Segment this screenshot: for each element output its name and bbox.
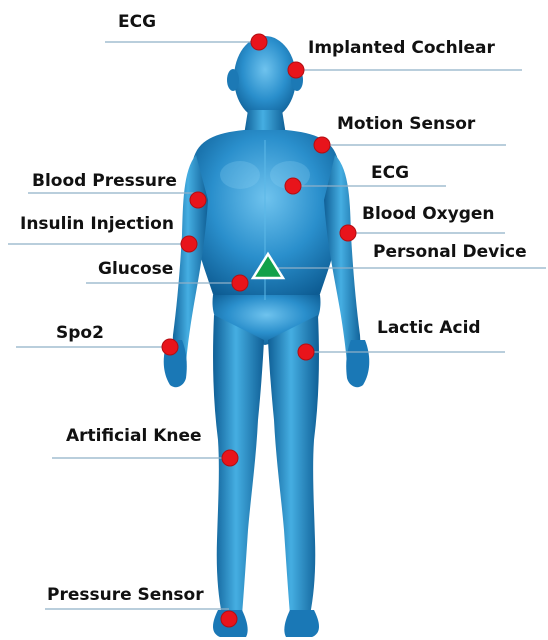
sensor-dot-pressure-sensor [221, 611, 237, 627]
sensor-dot-lactic-acid [298, 344, 314, 360]
label-insulin-injection: Insulin Injection [20, 214, 174, 234]
sensor-dot-motion-sensor [314, 137, 330, 153]
label-motion-sensor: Motion Sensor [337, 114, 475, 134]
label-implanted-cochlear: Implanted Cochlear [308, 38, 495, 58]
label-blood-oxygen: Blood Oxygen [362, 204, 495, 224]
sensor-dot-spo2 [162, 339, 178, 355]
label-ecg-chest: ECG [371, 163, 409, 183]
label-glucose: Glucose [98, 259, 173, 279]
sensor-dot-ecg-chest [285, 178, 301, 194]
label-artificial-knee: Artificial Knee [66, 426, 202, 446]
label-lactic-acid: Lactic Acid [377, 318, 481, 338]
label-personal-device: Personal Device [373, 242, 527, 262]
sensor-dot-artificial-knee [222, 450, 238, 466]
label-blood-pressure: Blood Pressure [32, 171, 177, 191]
sensor-dot-blood-oxygen [340, 225, 356, 241]
sensor-dot-implanted-cochlear [288, 62, 304, 78]
label-spo2: Spo2 [56, 323, 104, 343]
label-pressure-sensor: Pressure Sensor [47, 585, 204, 605]
sensor-dot-ecg-head [251, 34, 267, 50]
sensor-dot-insulin-injection [181, 236, 197, 252]
sensor-dot-blood-pressure [190, 192, 206, 208]
sensor-dot-glucose [232, 275, 248, 291]
label-ecg-head: ECG [118, 12, 156, 32]
